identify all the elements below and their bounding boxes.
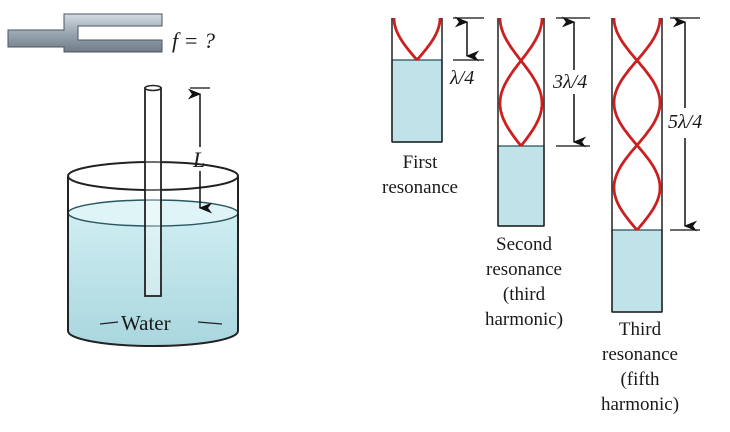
tube-3-water — [611, 229, 663, 313]
water-body — [68, 213, 238, 346]
tube-2-water — [497, 145, 545, 227]
resonance-1-length-label: λ/4 — [449, 67, 474, 89]
resonance-2-caption-line-3: (third — [503, 284, 546, 305]
resonance-tube — [144, 87, 162, 297]
water-label-dash-left — [99, 321, 119, 325]
length-label: L — [192, 147, 205, 172]
resonance-3-caption-line-4: harmonic) — [601, 394, 679, 415]
frequency-label: f = ? — [172, 28, 215, 53]
resonance-1-caption-line-1: First — [403, 152, 439, 173]
resonance-3-caption-line-2: resonance — [602, 344, 678, 365]
resonance-2 — [497, 18, 545, 227]
resonance-2-caption-line-1: Second — [496, 234, 552, 255]
tube-1-water — [391, 59, 443, 143]
resonance-3-caption-line-1: Third — [619, 319, 662, 340]
resonance-3-length-label: 5λ/4 — [668, 111, 702, 133]
resonance-1 — [391, 18, 443, 143]
standing-wave-2 — [498, 18, 544, 147]
jar-bottom — [67, 330, 239, 347]
water-container — [67, 84, 239, 347]
tuning-fork — [7, 13, 163, 53]
tube-opening — [144, 84, 162, 92]
resonance-3 — [611, 17, 663, 313]
standing-wave-1 — [392, 18, 442, 61]
standing-wave-3 — [612, 17, 662, 231]
resonance-2-caption-line-4: harmonic) — [485, 309, 563, 330]
water-label-dash-right — [197, 321, 223, 325]
resonance-2-length-label: 3λ/4 — [552, 71, 587, 93]
resonance-1-caption-line-2: resonance — [382, 177, 458, 198]
water-label: Water — [121, 311, 171, 335]
resonance-3-caption-line-3: (fifth — [620, 369, 660, 390]
tuning-fork-icon — [7, 13, 163, 53]
resonance-2-caption-line-2: resonance — [486, 259, 562, 280]
